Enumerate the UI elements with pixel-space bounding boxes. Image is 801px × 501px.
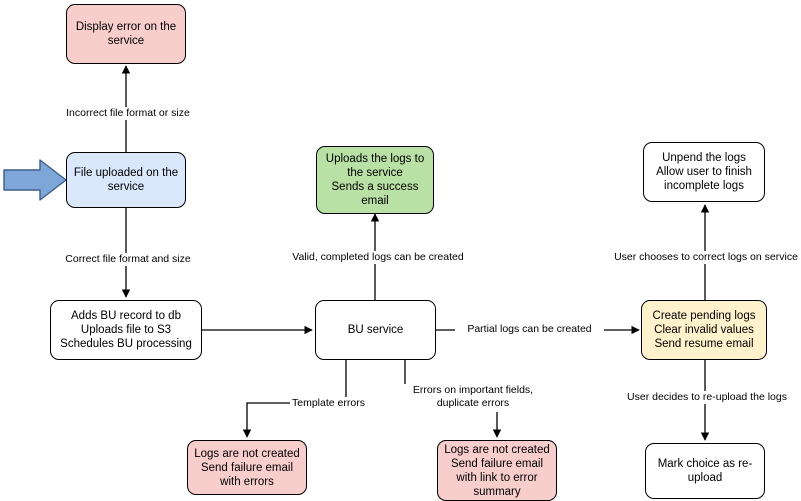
edge-label-incorrect-format: Incorrect file format or size (56, 107, 200, 120)
edge-label-important-errors: Errors on important fields, duplicate er… (396, 384, 550, 410)
input-block-arrow-icon (3, 159, 67, 201)
edge-label-user-reupload: User decides to re-upload the logs (612, 391, 801, 404)
node-logs-not-created-errors[interactable]: Logs are not created Send failure email … (187, 440, 307, 495)
node-uploads-logs[interactable]: Uploads the logs to the service Sends a … (316, 146, 434, 214)
node-bu-service[interactable]: BU service (315, 300, 436, 360)
edge-label-user-corrects: User chooses to correct logs on service (606, 251, 801, 264)
node-adds-bu-record[interactable]: Adds BU record to db Uploads file to S3 … (50, 300, 202, 360)
edge-label-correct-format: Correct file format and size (56, 253, 200, 266)
node-display-error[interactable]: Display error on the service (66, 4, 186, 64)
node-create-pending-logs[interactable]: Create pending logs Clear invalid values… (641, 300, 767, 360)
node-logs-not-created-summary[interactable]: Logs are not created Send failure email … (437, 440, 557, 501)
edge-label-valid-logs: Valid, completed logs can be created (281, 251, 475, 264)
node-unpend-logs[interactable]: Unpend the logs Allow user to finish inc… (643, 142, 765, 202)
edge-label-template-errors: Template errors (290, 397, 380, 410)
node-mark-choice[interactable]: Mark choice as re- upload (645, 443, 765, 499)
edge-label-partial-logs: Partial logs can be created (455, 323, 604, 336)
node-file-uploaded[interactable]: File uploaded on the service (66, 152, 186, 208)
